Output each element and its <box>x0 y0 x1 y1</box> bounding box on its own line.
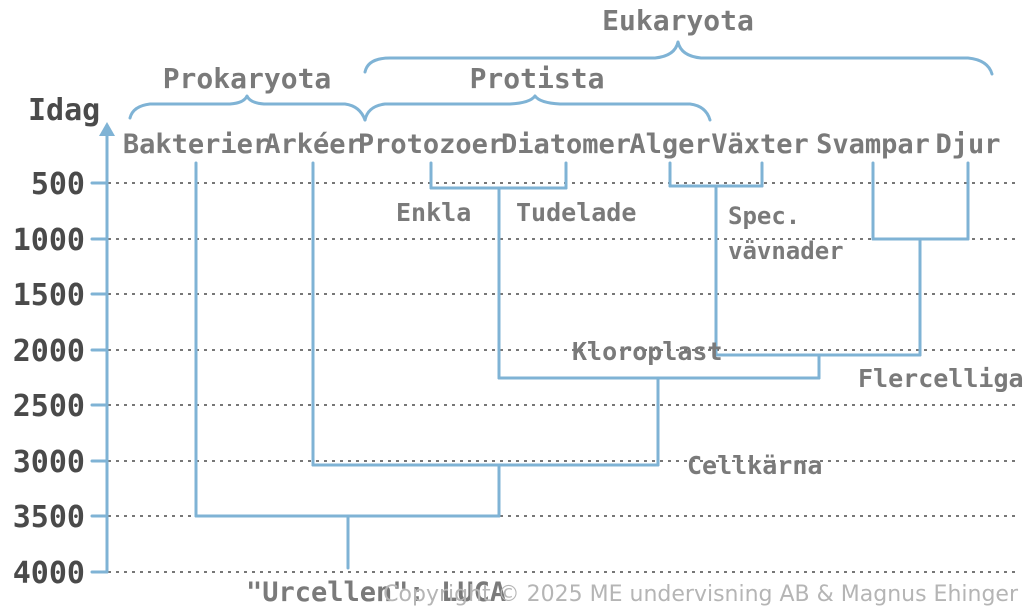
axis-tick-label: 2500 <box>13 389 85 424</box>
protista-brace <box>363 94 712 122</box>
event-label-flercelliga: Flercelliga <box>858 364 1024 393</box>
event-label-kloroplast: Kloroplast <box>572 337 723 366</box>
group-label-prokaryota: Prokaryota <box>163 62 332 95</box>
event-label-luca: "Urcellen": LUCA <box>246 577 506 608</box>
taxon-label-djur: Djur <box>935 129 1000 160</box>
axis-tick-label: 4000 <box>13 556 85 591</box>
group-label-eukaryota: Eukaryota <box>602 4 754 37</box>
taxon-label-bakterier: Bakterier <box>123 129 269 160</box>
event-label-enkla: Enkla <box>396 198 471 227</box>
axis-top-label: Idag <box>28 93 100 128</box>
event-labels: Enkla Tudelade Spec. vävnader Kloroplast… <box>246 198 1024 608</box>
taxon-label-diatomer: Diatomer <box>501 129 631 160</box>
axis-tick-label: 500 <box>31 167 85 202</box>
taxa-labels: Bakterier Arkéer Protozoer Diatomer Alge… <box>123 129 1001 160</box>
taxon-label-arkeer: Arkéer <box>264 129 362 160</box>
axis-tick-label: 3000 <box>13 445 85 480</box>
eukaryota-brace <box>363 40 994 76</box>
event-label-tudelade: Tudelade <box>516 198 636 227</box>
copyright-notice: Copyright © 2025 ME undervisning AB & Ma… <box>383 582 1019 607</box>
taxon-label-alger: Alger <box>629 129 710 160</box>
axis-tick-label: 1000 <box>13 223 85 258</box>
axis-tick-label: 1500 <box>13 278 85 313</box>
time-axis: Idag 500 1000 1500 2000 2500 3000 3500 4… <box>13 93 115 591</box>
event-label-vavnader: vävnader <box>728 237 844 265</box>
taxon-label-svampar: Svampar <box>816 129 930 160</box>
taxon-label-protozoer: Protozoer <box>358 129 504 160</box>
axis-tick-label: 3500 <box>13 500 85 535</box>
prokaryota-brace <box>128 94 367 122</box>
event-label-cellkarna: Cellkärna <box>687 451 822 480</box>
axis-tick-label: 2000 <box>13 334 85 369</box>
tree-branches <box>194 161 970 570</box>
group-braces <box>128 40 994 122</box>
taxon-label-vaxter: Växter <box>711 129 809 160</box>
group-label-protista: Protista <box>470 62 605 95</box>
axis-arrow-up-icon <box>99 122 115 136</box>
event-label-spec: Spec. <box>728 202 800 230</box>
